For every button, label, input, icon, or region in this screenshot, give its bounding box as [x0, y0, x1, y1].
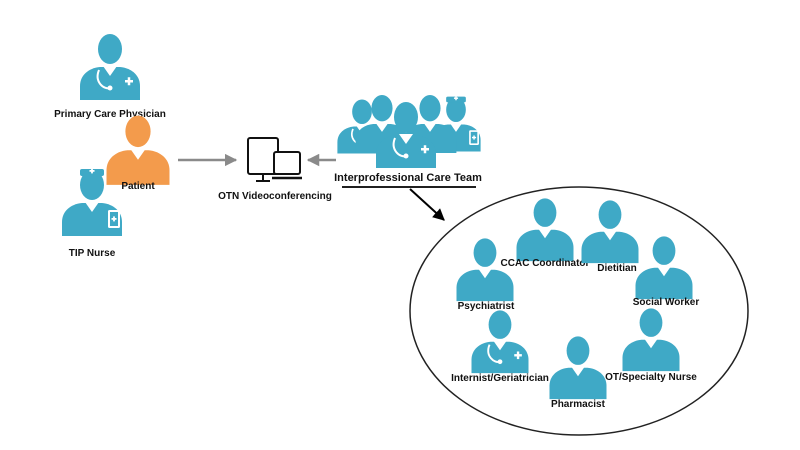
pharmacist-icon — [549, 336, 607, 400]
team-member-icon — [376, 102, 436, 168]
nurse-icon — [62, 168, 122, 236]
member-psychiatrist: Psychiatrist — [456, 238, 515, 312]
psychiatrist-icon — [456, 238, 514, 302]
computer-monitor-icon — [247, 137, 302, 182]
patient-label: Patient — [121, 181, 155, 192]
member-ot-specialty-nurse: OT/Specialty Nurse — [605, 308, 697, 383]
otn-videoconferencing-label: OTN Videoconferencing — [218, 191, 332, 202]
member-internist-geriatrician: Internist/Geriatrician — [451, 310, 549, 384]
ccac-coordinator-icon — [516, 198, 574, 262]
social-worker-icon — [635, 236, 693, 300]
pharmacist-label: Pharmacist — [551, 399, 606, 410]
member-social-worker: Social Worker — [633, 236, 700, 308]
member-dietitian: Dietitian — [581, 200, 639, 274]
care-team-group-icon — [337, 94, 481, 168]
ccac-coordinator-label: CCAC Coordinator — [501, 258, 590, 269]
primary-care-physician-node: Primary Care Physician — [54, 34, 166, 120]
internist-geriatrician-label: Internist/Geriatrician — [451, 373, 549, 384]
ot-specialty-nurse-label: OT/Specialty Nurse — [605, 372, 697, 383]
social-worker-label: Social Worker — [633, 297, 700, 308]
patient-node: Patient — [106, 115, 170, 192]
member-ccac-coordinator: CCAC Coordinator — [501, 198, 590, 269]
tip-nurse-label: TIP Nurse — [69, 248, 116, 259]
psychiatrist-label: Psychiatrist — [458, 301, 515, 312]
tip-nurse-node: TIP Nurse — [62, 168, 122, 259]
team-to-members-arrow — [409, 188, 445, 221]
otn-videoconferencing-node: OTN Videoconferencing — [218, 137, 332, 202]
patient-icon — [106, 115, 170, 185]
doctor-icon — [80, 34, 140, 100]
primary-care-physician-label: Primary Care Physician — [54, 109, 166, 120]
ot-specialty-nurse-icon — [622, 308, 680, 372]
dietitian-icon — [581, 200, 639, 264]
internist-geriatrician-icon — [471, 310, 529, 374]
interprofessional-care-team-label: Interprofessional Care Team — [334, 172, 482, 184]
member-pharmacist: Pharmacist — [549, 336, 607, 410]
interprofessional-care-team-node: Interprofessional Care Team — [334, 94, 482, 188]
dietitian-label: Dietitian — [597, 263, 636, 274]
